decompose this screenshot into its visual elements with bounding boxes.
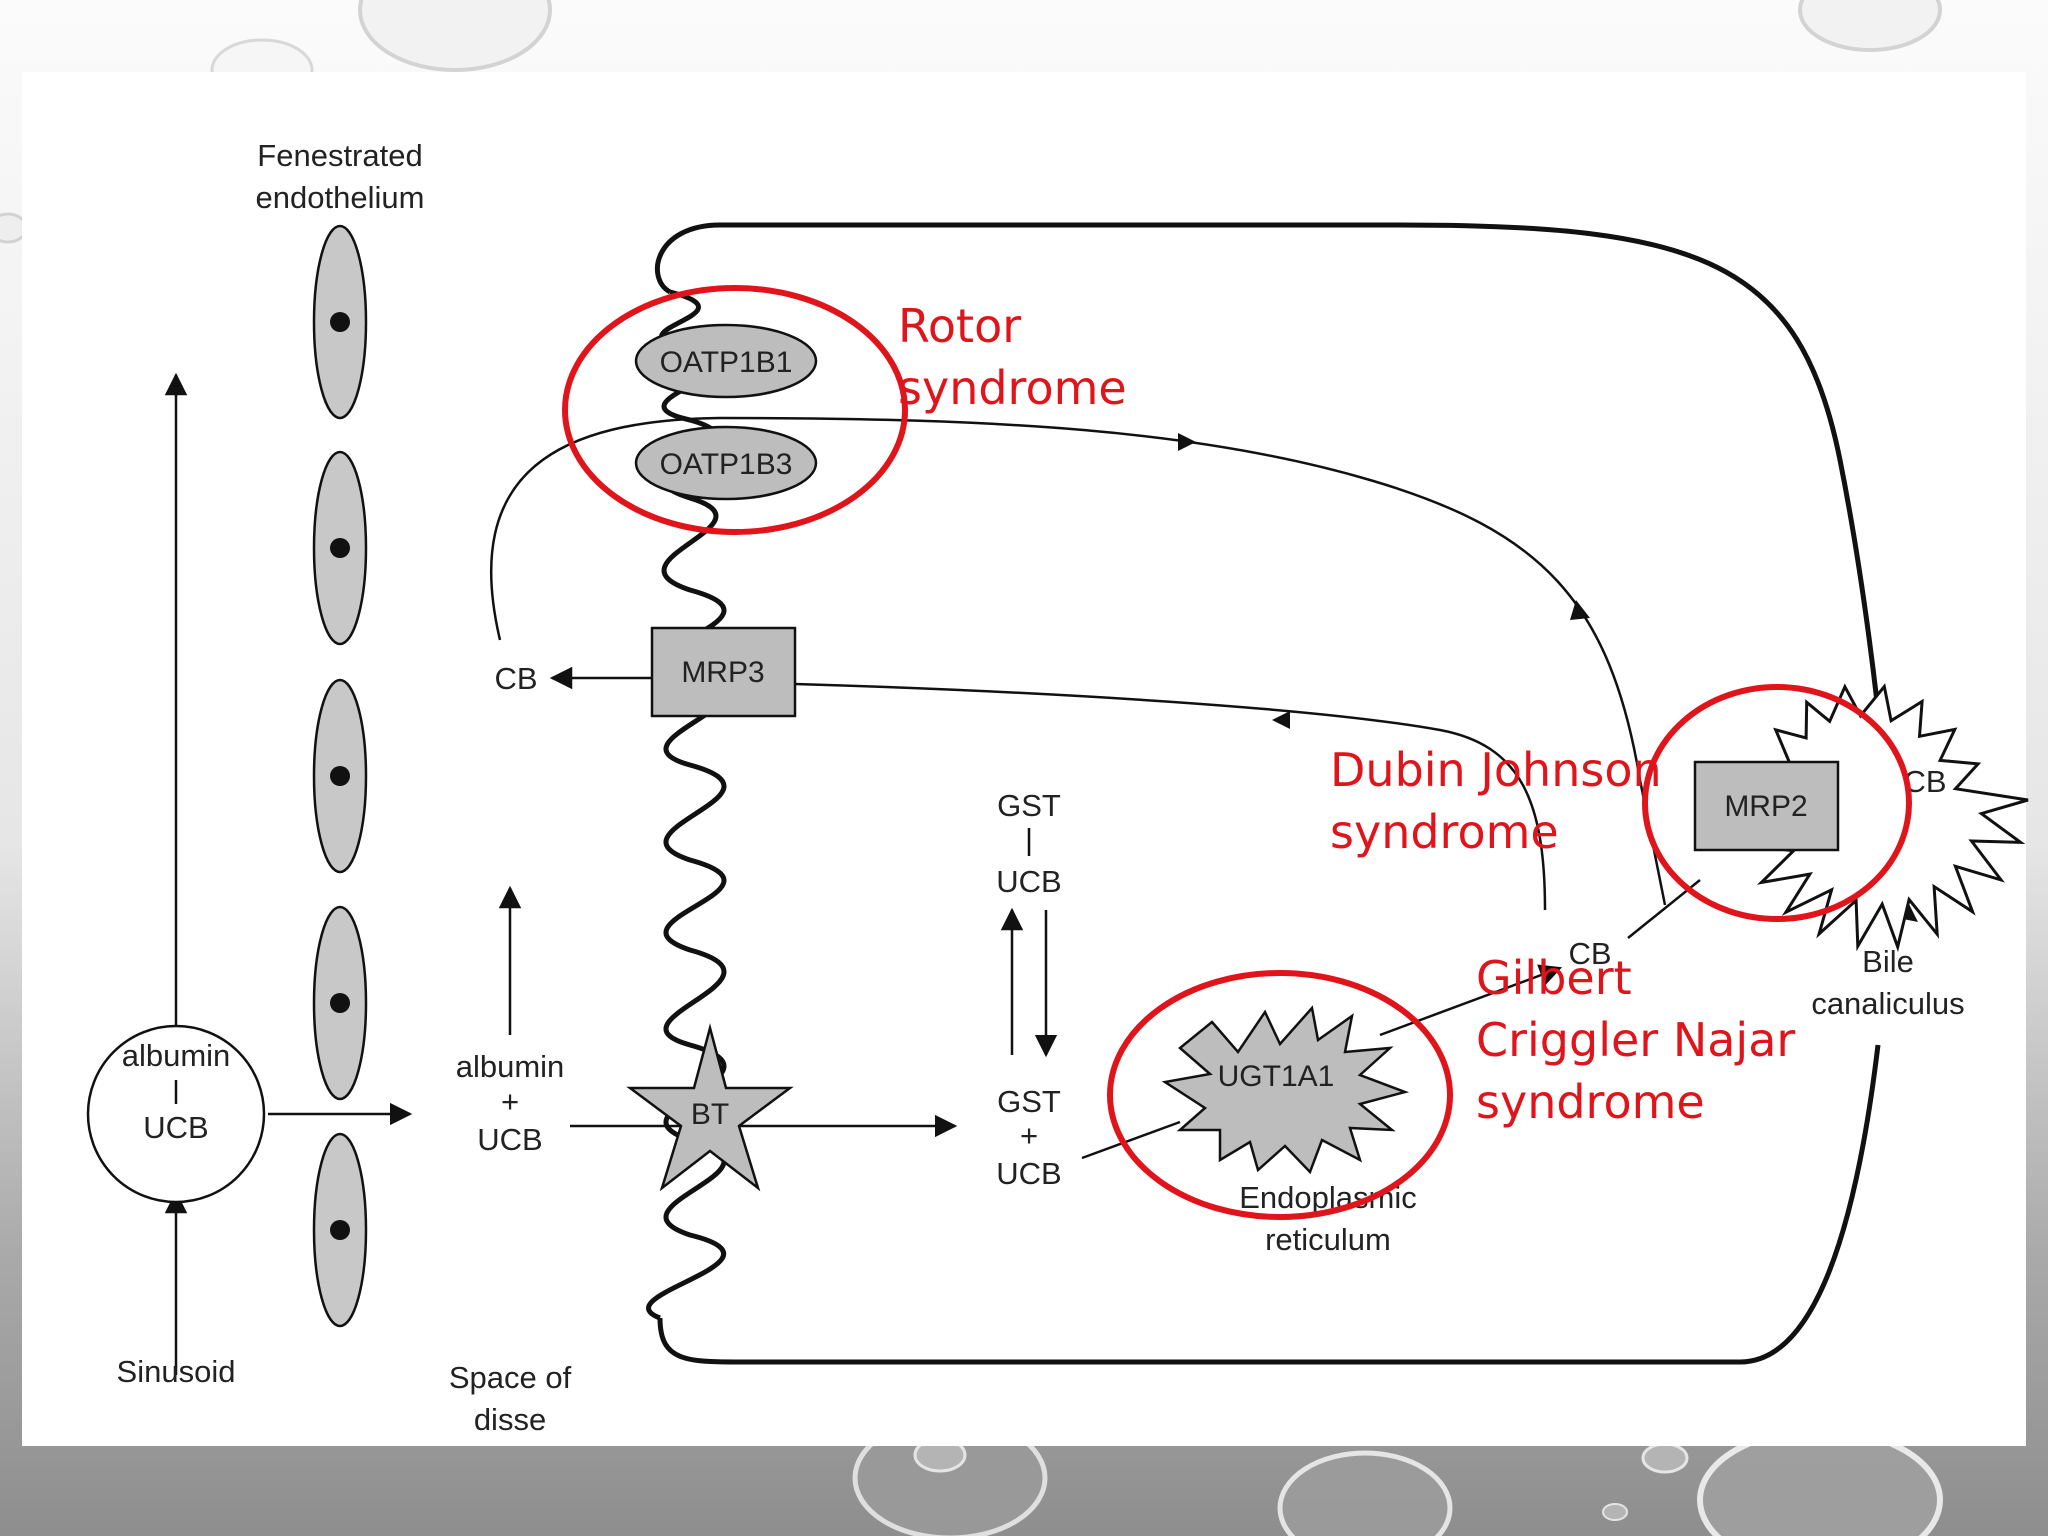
space-of-label: Space of [449, 1360, 572, 1395]
fenestrated-label: Fenestrated [257, 138, 422, 173]
endothelial-nucleus [330, 993, 350, 1013]
ugt-to-cb-arrow [1379, 964, 1563, 1037]
gst-bottom-label: GST [997, 1084, 1061, 1119]
rotor-annotation: Rotor [898, 299, 1021, 353]
cb-reuptake-curve [489, 416, 1667, 906]
hepatocyte-membrane [654, 222, 1895, 1365]
gilbert-annotation: Gilbert [1476, 951, 1632, 1005]
reticulum-label: reticulum [1265, 1222, 1391, 1257]
oatp1b1-shape [634, 323, 818, 399]
ucb-gst-bottom-label: UCB [996, 1156, 1061, 1191]
ucb-circle-label: UCB [143, 1110, 208, 1145]
bt-star-shape [626, 1023, 794, 1192]
mrp3-label: MRP3 [681, 656, 764, 689]
endothelial-nucleus [330, 1220, 350, 1240]
mrp3-return-curve [794, 682, 1547, 911]
oatp1b1-label: OATP1B1 [660, 346, 793, 379]
rotor-highlight-circle [562, 285, 908, 535]
sinusoid-label: Sinusoid [117, 1354, 236, 1389]
cb-left-label: CB [494, 661, 537, 696]
plus-sign: + [501, 1084, 519, 1119]
mrp2-label: MRP2 [1724, 790, 1807, 823]
dubin-johnson-highlight-circle [1642, 684, 1912, 922]
rotor-syndrome-annotation: syndrome [898, 361, 1127, 415]
oatp1b3-shape [634, 425, 818, 501]
ucb-to-ugt-line [1081, 1120, 1181, 1160]
ugt1a1-label: UGT1A1 [1218, 1060, 1335, 1093]
bt-label: BT [691, 1098, 729, 1131]
ucb-disse-label: UCB [477, 1122, 542, 1157]
criggler-najar-annotation: Criggler Najar [1476, 1013, 1795, 1067]
dubin-johnson-annotation: Dubin Johnson [1330, 743, 1662, 797]
gilbert-highlight-circle [1107, 970, 1453, 1220]
plus-sign: + [1020, 1118, 1038, 1153]
dubin-syndrome-annotation: syndrome [1330, 805, 1559, 859]
curve-arrowhead [1178, 433, 1196, 451]
gilbert-syndrome-annotation: syndrome [1476, 1075, 1705, 1129]
mrp2-box [1693, 760, 1840, 852]
endothelial-cells [312, 224, 368, 1328]
ucb-gst-top-label: UCB [996, 864, 1061, 899]
canaliculus-label: canaliculus [1811, 986, 1964, 1021]
albumin-circle-label: albumin [122, 1038, 231, 1073]
cb-middle-label: CB [1568, 936, 1611, 971]
curve-arrowhead [1570, 600, 1590, 620]
curve-arrowhead [1272, 711, 1290, 729]
ugt1a1-shape [1161, 1005, 1410, 1175]
endothelium-label: endothelium [256, 180, 425, 215]
albumin-ucb-circle [86, 1024, 266, 1204]
gst-top-label: GST [997, 788, 1061, 823]
endothelial-nucleus [330, 312, 350, 332]
endothelial-nucleus [330, 538, 350, 558]
mrp3-box [650, 626, 797, 718]
bile-label: Bile [1862, 944, 1914, 979]
endothelial-nucleus [330, 766, 350, 786]
oatp1b3-label: OATP1B3 [660, 448, 793, 481]
albumin-disse-label: albumin [456, 1049, 565, 1084]
disse-label: disse [474, 1402, 546, 1437]
